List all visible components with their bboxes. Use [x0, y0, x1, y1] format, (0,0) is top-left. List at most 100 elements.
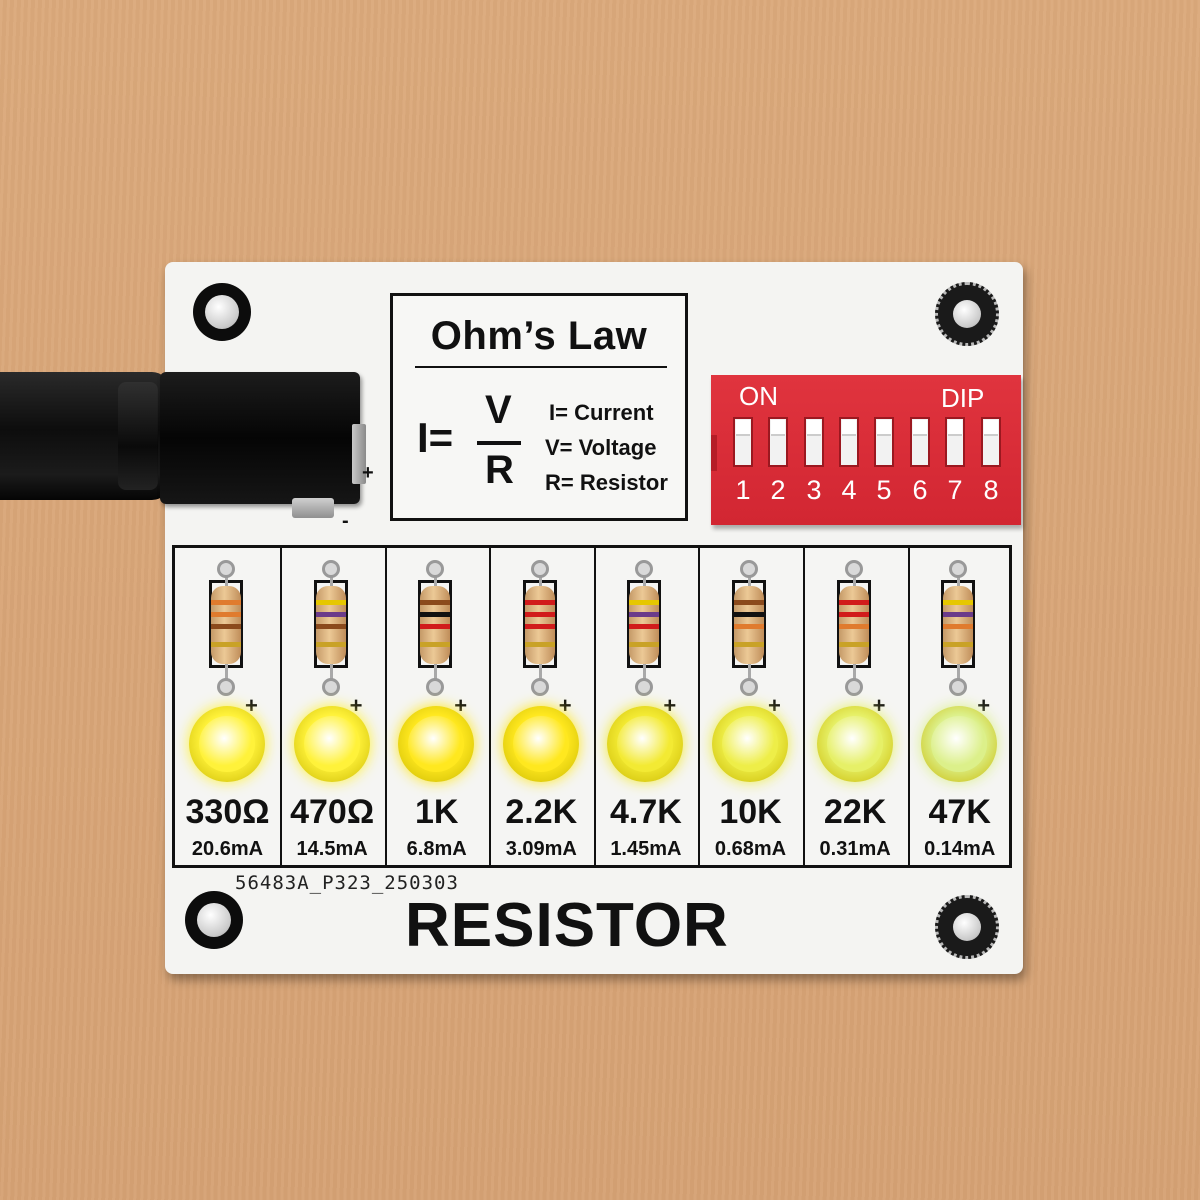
jack-pin	[292, 498, 334, 518]
solder-pad	[530, 560, 549, 578]
solder-pad	[949, 560, 968, 578]
resistor-lead	[329, 660, 333, 690]
dip-on-label: ON	[739, 381, 778, 411]
solder-pad	[321, 678, 340, 696]
resistor-color-band	[524, 642, 555, 647]
dip-toggle-4[interactable]	[839, 417, 859, 467]
legend-resistor: R= Resistor	[545, 470, 668, 495]
current-label: 0.31mA	[819, 838, 891, 860]
resistor-color-band	[629, 642, 660, 647]
dip-toggle-8[interactable]	[981, 417, 1001, 467]
resistor-color-band	[943, 612, 974, 617]
solder-pad	[844, 678, 863, 696]
solder-pad	[426, 678, 445, 696]
dip-number-5: 5	[876, 475, 892, 505]
resistor-color-band	[943, 642, 974, 647]
current-label: 14.5mA	[296, 838, 368, 860]
title-underline	[415, 366, 667, 368]
resistor-lead	[538, 566, 542, 590]
mounting-hole-top-right	[935, 282, 999, 346]
resistance-label: 10K	[719, 793, 782, 831]
resistor-lead	[329, 566, 333, 590]
dip-toggle-6[interactable]	[910, 417, 930, 467]
resistor-lead	[957, 660, 961, 690]
resistor-lead	[957, 566, 961, 590]
resistor-color-band	[315, 624, 346, 629]
resistor-330Ω	[211, 586, 241, 664]
resistor-10K	[734, 586, 764, 664]
resistance-label: 470Ω	[290, 793, 375, 831]
resistor-color-band	[838, 624, 869, 629]
dip-toggle-2[interactable]	[768, 417, 788, 467]
power-plug	[118, 382, 158, 490]
resistor-4.7K	[629, 586, 660, 664]
led-4	[502, 706, 579, 782]
led-lens	[617, 716, 674, 772]
dip-number-6: 6	[912, 475, 928, 505]
mounting-hole-bottom-left	[185, 891, 243, 949]
solder-pad	[844, 560, 863, 578]
resistor-color-band	[420, 624, 451, 629]
led-lens	[408, 716, 465, 772]
current-label: 20.6mA	[191, 838, 264, 860]
dip-toggle-7[interactable]	[945, 417, 965, 467]
led-6	[712, 706, 788, 782]
resistance-label: 4.7K	[609, 793, 682, 831]
resistor-color-band	[524, 600, 555, 605]
dip-number-8: 8	[983, 475, 999, 505]
led-lens	[199, 716, 255, 772]
mounting-hole-top-left	[193, 283, 251, 341]
dip-number-4: 4	[841, 475, 857, 505]
solder-pad	[217, 560, 235, 578]
led-3	[398, 706, 475, 782]
led-lens	[512, 716, 569, 772]
legend-current: I= Current	[549, 400, 654, 425]
resistor-lead	[852, 566, 856, 590]
resistor-lead	[643, 660, 647, 690]
resistor-color-band	[211, 600, 241, 605]
resistor-color-band	[420, 612, 451, 617]
dip-toggle-1[interactable]	[733, 417, 753, 467]
led-lens	[722, 716, 778, 772]
resistor-470Ω	[315, 586, 346, 664]
solder-pad	[321, 560, 340, 578]
resistor-lead	[225, 566, 228, 590]
resistor-lead	[748, 660, 751, 690]
solder-pad	[949, 678, 968, 696]
resistor-color-band	[734, 624, 764, 629]
jack-minus-sign: -	[342, 510, 349, 532]
dip-toggle-5[interactable]	[874, 417, 894, 467]
dip-number-7: 7	[947, 475, 963, 505]
led-lens	[826, 716, 883, 772]
resistance-label: 330Ω	[185, 793, 270, 831]
board-title: RESISTOR	[405, 891, 729, 960]
mounting-hole-bottom-right	[935, 895, 999, 959]
resistance-label: 47K	[928, 793, 991, 831]
led-lens	[931, 716, 988, 772]
resistor-color-band	[629, 624, 660, 629]
led-lens	[303, 716, 360, 772]
dip-label: DIP	[941, 383, 985, 413]
led-1	[189, 706, 265, 782]
resistor-color-band	[211, 612, 241, 617]
solder-pad	[217, 678, 235, 696]
resistor-lead	[434, 660, 438, 690]
resistor-color-band	[315, 642, 346, 647]
resistor-color-band	[734, 642, 764, 647]
dip-ridge	[711, 435, 717, 471]
resistor-color-band	[943, 624, 974, 629]
resistor-color-band	[629, 600, 660, 605]
current-label: 0.68mA	[714, 838, 787, 860]
led-2	[293, 706, 370, 782]
dip-toggle-3[interactable]	[804, 417, 824, 467]
solder-pad	[530, 678, 549, 696]
resistor-color-band	[315, 600, 346, 605]
